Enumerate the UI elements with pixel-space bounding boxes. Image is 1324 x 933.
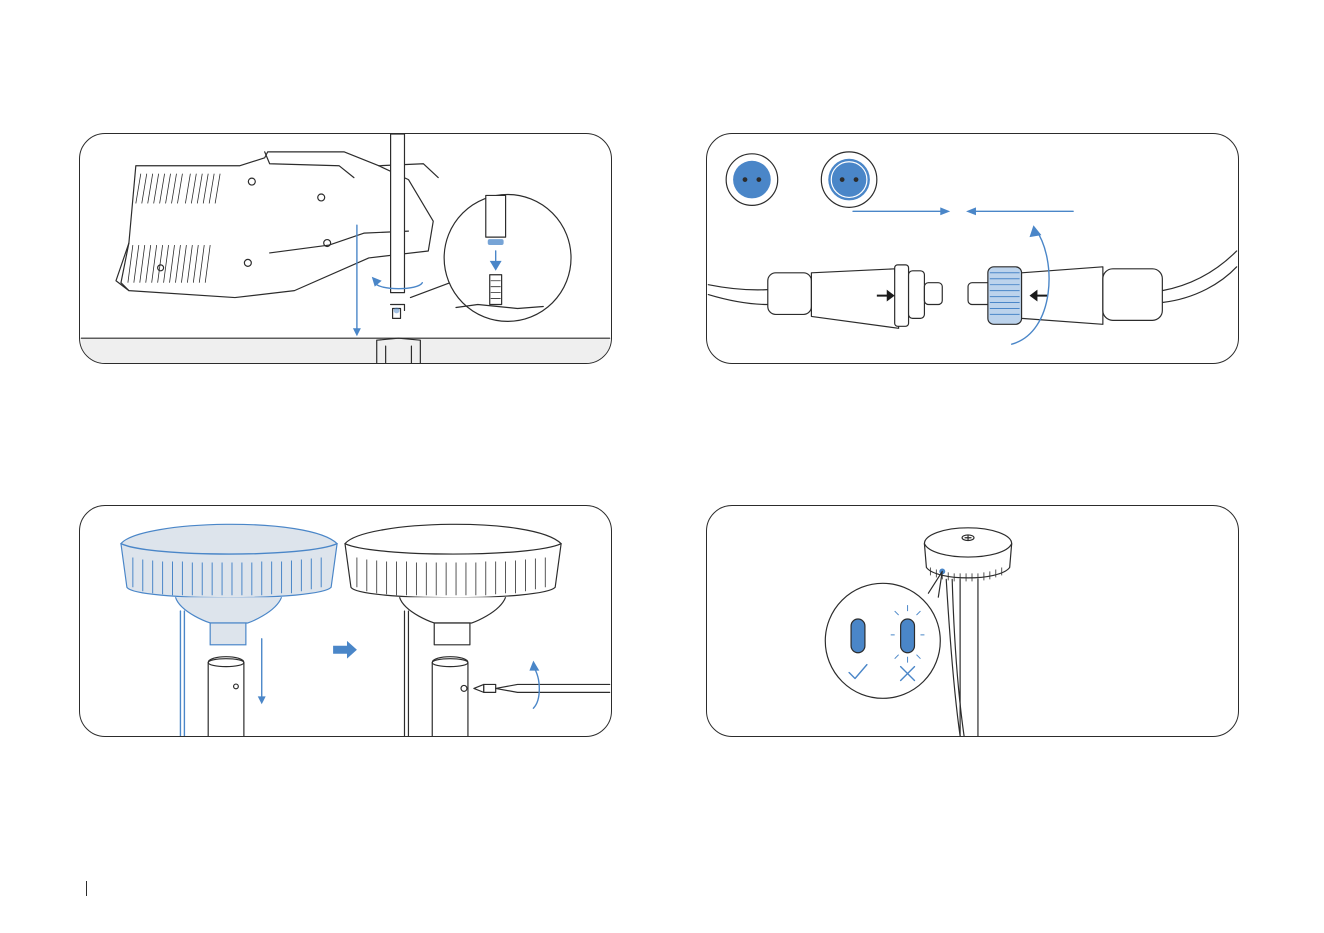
page-marker — [86, 881, 87, 896]
pole — [391, 134, 405, 318]
check-indicator-drawing — [707, 506, 1238, 736]
cap-before — [121, 524, 337, 736]
illustration-mount-bracket — [79, 133, 612, 364]
arrow-right-icon — [853, 207, 950, 215]
indicator-callout — [825, 571, 942, 698]
light-head — [924, 528, 1011, 582]
illustration-attach-cap — [79, 505, 612, 737]
arrow-down-icon — [258, 639, 266, 704]
floor-strip — [81, 338, 609, 363]
arrow-left-icon — [966, 207, 1073, 215]
connect-cable-drawing — [707, 134, 1238, 363]
fixture-body — [116, 152, 438, 298]
pole — [960, 579, 978, 736]
illustration-connect-cable — [706, 133, 1239, 364]
connector-right — [968, 267, 1162, 324]
pole-stub-right — [432, 657, 468, 736]
cap-after — [345, 524, 561, 736]
plug-face-female-icon — [821, 152, 877, 208]
connector-left — [768, 265, 942, 328]
zoom-callout — [410, 194, 571, 321]
mount-bracket-drawing — [80, 134, 611, 363]
illustration-check-indicator — [706, 505, 1239, 737]
attach-cap-drawing — [80, 506, 611, 736]
pole-stub-left — [208, 657, 244, 736]
screwdriver — [474, 684, 610, 692]
arrow-right-icon — [333, 641, 357, 659]
plug-face-male-icon — [726, 154, 778, 206]
